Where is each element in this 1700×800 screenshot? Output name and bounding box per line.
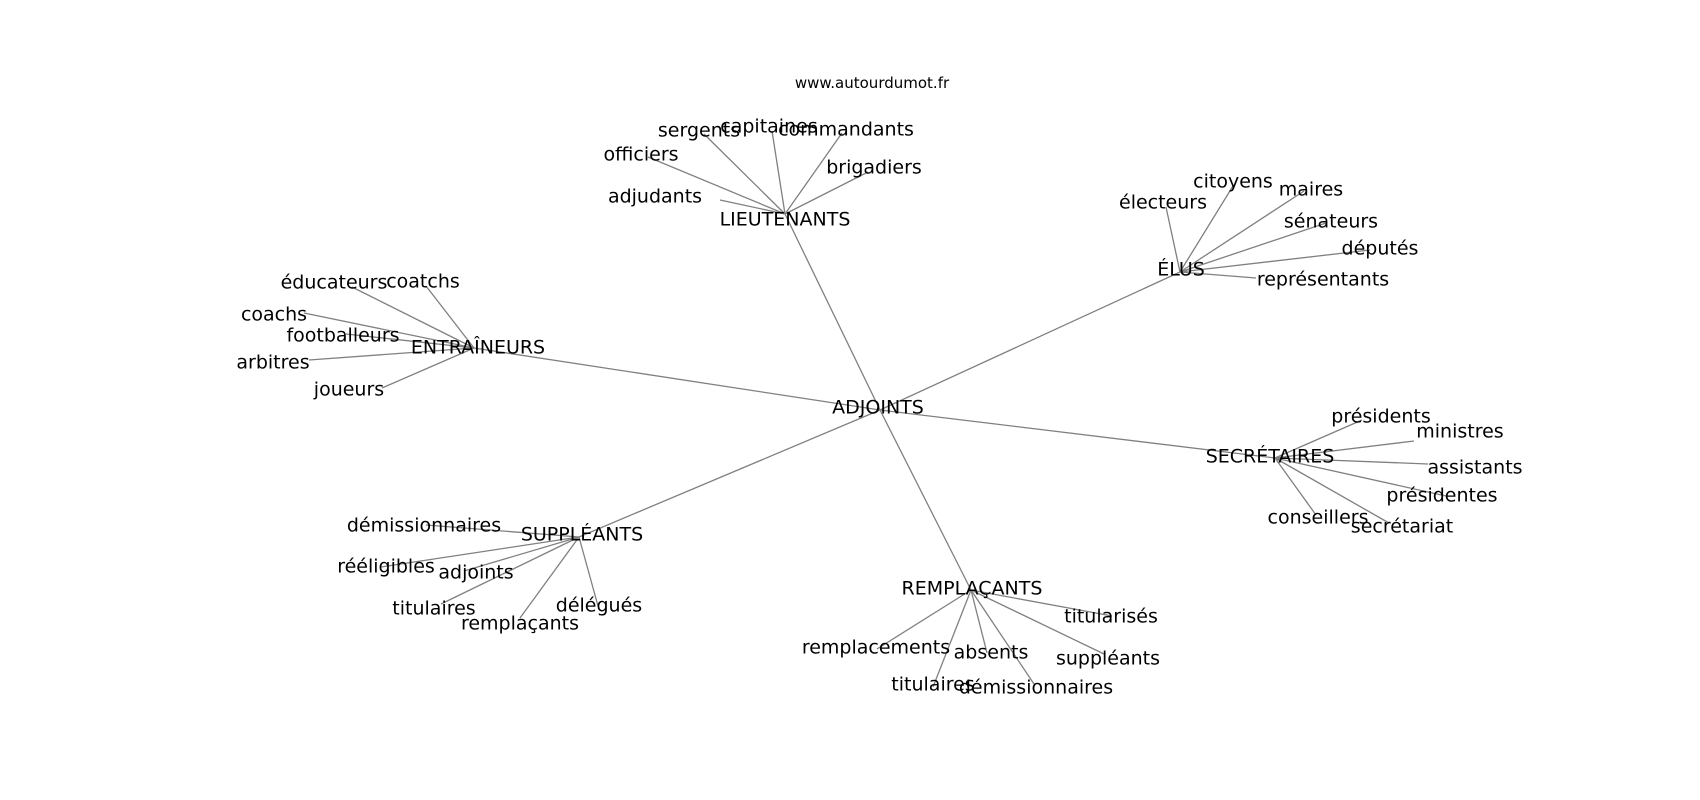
leaf-node-label: sénateurs	[1284, 211, 1378, 233]
leaf-node-label: éducateurs	[281, 272, 388, 294]
leaf-node-label: rééligibles	[337, 556, 435, 578]
leaf-node-label: arbitres	[236, 352, 309, 374]
leaf-node-label: secrétariat	[1351, 516, 1453, 538]
hub-leaf-edge	[381, 347, 475, 389]
leaf-node-label: adjoints	[438, 562, 513, 584]
hub-leaf-edge	[970, 589, 1035, 685]
leaf-node-label: brigadiers	[826, 157, 922, 179]
hub-leaf-edge	[703, 133, 786, 215]
leaf-node-label: électeurs	[1119, 192, 1207, 214]
center-hub-edge	[784, 213, 881, 411]
leaf-node-label: ministres	[1416, 421, 1503, 443]
leaf-node-label: assistants	[1427, 457, 1522, 479]
leaf-node-label: conseillers	[1268, 507, 1369, 529]
hub-leaf-edge	[647, 156, 786, 215]
leaf-node-label: sergents	[658, 120, 740, 142]
leaf-node-label: capitaines	[720, 116, 817, 138]
hub-leaf-edge	[351, 286, 475, 349]
leaf-node-label: absents	[954, 642, 1029, 664]
hub-leaf-edge	[1179, 190, 1305, 273]
center-hub-edge	[879, 409, 1276, 459]
leaf-node-label: représentants	[1257, 269, 1389, 291]
hub-leaf-edge	[1274, 419, 1363, 459]
hub-leaf-edge	[1165, 206, 1181, 273]
hub-leaf-edge	[308, 347, 475, 361]
leaf-node-label: députés	[1342, 238, 1419, 260]
hub-leaf-edge	[1274, 440, 1415, 459]
hub-leaf-edge	[1179, 222, 1327, 273]
hub-leaf-edge	[970, 589, 1113, 617]
hub-leaf-edge	[719, 199, 786, 215]
leaf-node-label: démissionnaires	[959, 677, 1113, 699]
hub-leaf-edge	[1179, 271, 1257, 279]
leaf-node-label: présidents	[1331, 406, 1430, 428]
graph-labels: ADJOINTS LIEUTENANTS adjudants officiersser…	[236, 116, 1522, 699]
center-node-label: ADJOINTS	[832, 397, 924, 419]
hub-node-label: ÉLUS	[1157, 258, 1205, 281]
hub-leaf-edge	[440, 536, 580, 605]
leaf-node-label: démissionnaires	[347, 515, 501, 537]
hub-leaf-edge	[380, 536, 580, 568]
hub-node-label: SECRÉTAIRES	[1206, 445, 1335, 468]
hub-leaf-edge	[1179, 185, 1234, 273]
hub-leaf-edge	[932, 589, 972, 688]
hub-leaf-edge	[970, 589, 988, 654]
hub-leaf-edge	[1274, 457, 1390, 524]
hub-leaf-edge	[345, 333, 475, 349]
center-hub-edge	[473, 347, 881, 411]
hub-leaf-edge	[578, 536, 599, 607]
hub-leaf-edge	[1274, 457, 1429, 465]
leaf-node-label: titulaires	[392, 598, 475, 620]
hub-leaf-edge	[425, 524, 580, 538]
leaf-node-label: citoyens	[1193, 171, 1273, 193]
leaf-node-label: coatchs	[386, 271, 460, 293]
leaf-node-label: adjudants	[608, 186, 702, 208]
hub-node-label: LIEUTENANTS	[720, 209, 851, 231]
leaf-node-label: joueurs	[313, 379, 384, 401]
center-hub-edge	[879, 409, 972, 591]
leaf-node-label: suppléants	[1056, 648, 1160, 670]
hub-leaf-edge	[1274, 457, 1447, 497]
leaf-node-label: remplacements	[802, 637, 950, 659]
leaf-node-label: présidentes	[1386, 485, 1497, 507]
leaf-node-label: coachs	[241, 304, 307, 326]
site-watermark: www.autourdumot.fr	[795, 74, 950, 92]
leaf-node-label: titularisés	[1064, 606, 1158, 628]
hub-leaf-edge	[463, 536, 580, 572]
leaf-node-label: titulaires	[891, 674, 974, 696]
center-hub-edge	[879, 271, 1181, 411]
center-hub-edge	[578, 409, 881, 538]
leaf-node-label: maires	[1279, 179, 1343, 201]
hub-node-label: SUPPLÉANTS	[521, 523, 643, 546]
hub-leaf-edge	[784, 132, 843, 215]
hub-leaf-edge	[784, 171, 869, 215]
leaf-node-label: footballeurs	[286, 325, 399, 347]
hub-leaf-edge	[876, 589, 972, 650]
hub-leaf-edge	[771, 130, 786, 215]
hub-node-label: ENTRAÎNEURS	[411, 336, 545, 359]
leaf-node-label: délégués	[556, 595, 642, 617]
hub-leaf-edge	[425, 285, 475, 349]
hub-leaf-edge	[303, 312, 475, 349]
hub-node-label: REMPLAÇANTS	[902, 578, 1043, 600]
leaf-node-label: commandants	[778, 119, 914, 141]
hub-leaf-edge	[970, 589, 1105, 655]
hub-leaf-edge	[519, 536, 580, 619]
leaf-node-label: remplaçants	[461, 613, 579, 635]
leaf-node-label: officiers	[603, 144, 678, 166]
hub-leaf-edge	[1274, 457, 1317, 516]
hub-leaf-edge	[1179, 249, 1371, 273]
graph-edges	[303, 130, 1447, 688]
